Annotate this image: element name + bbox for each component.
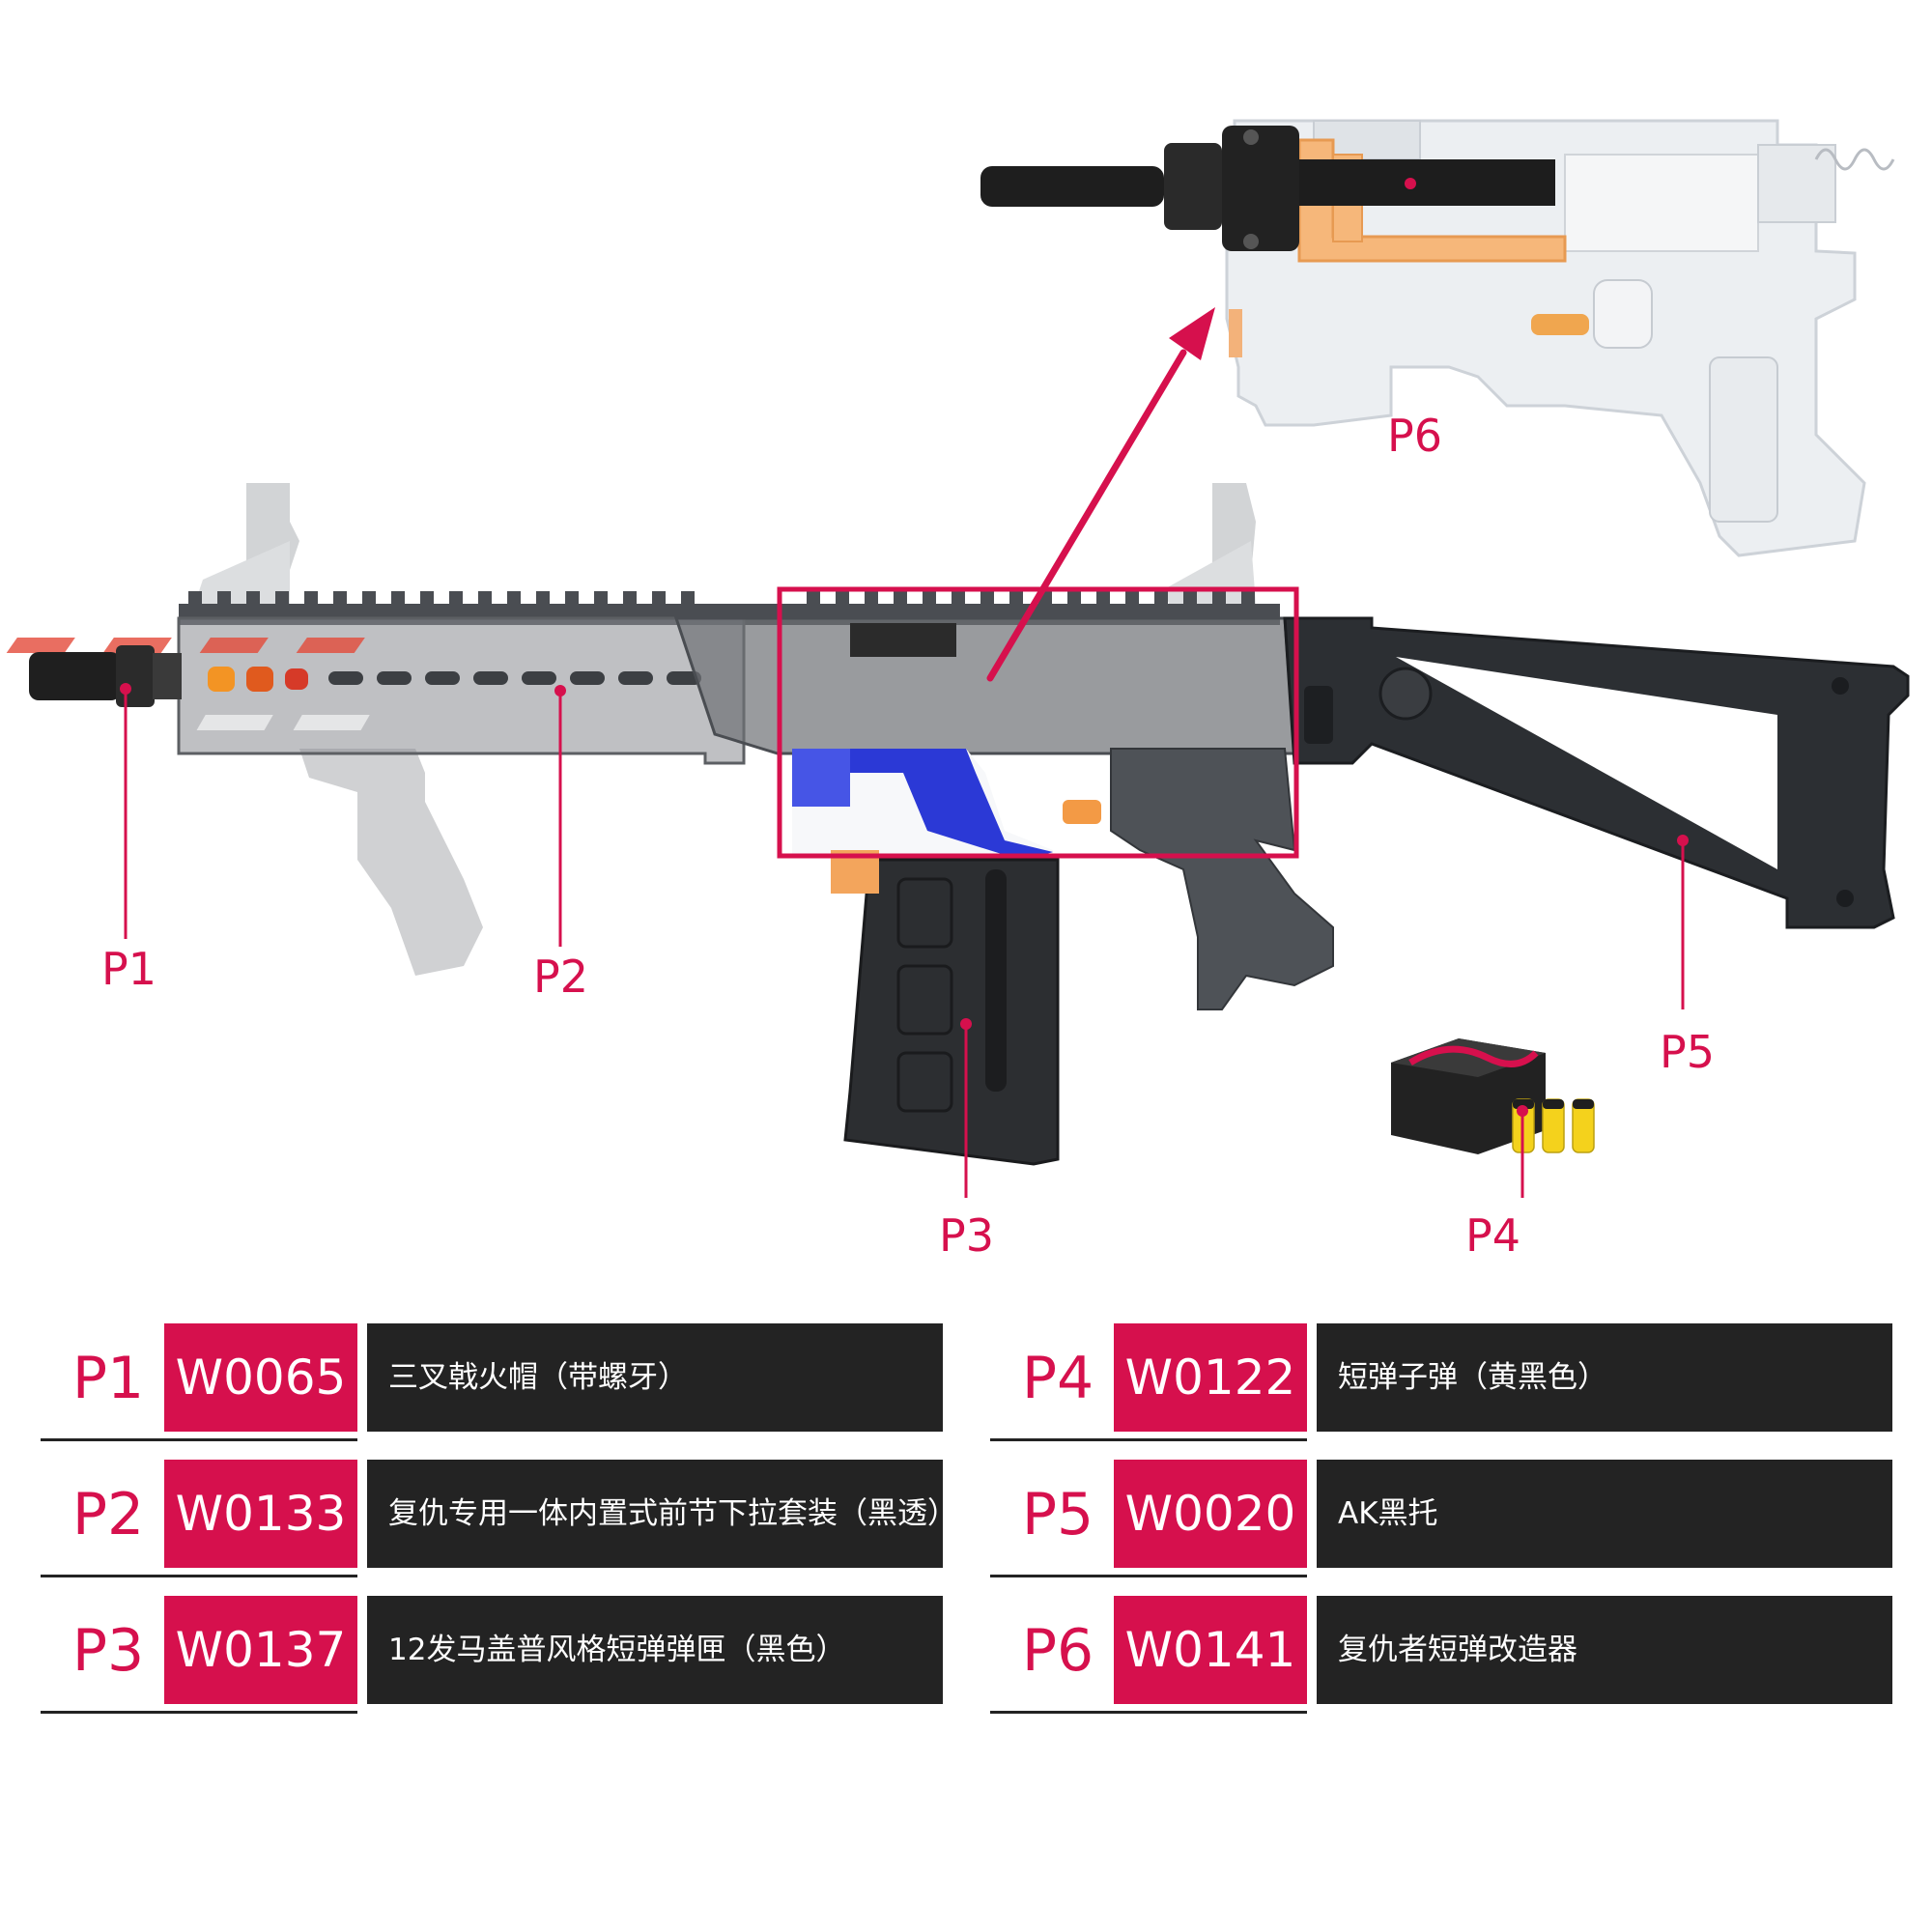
part-code: W0141 bbox=[1114, 1596, 1307, 1704]
parts-row-p6: P6 W0141 复仇者短弹改造器 bbox=[990, 1596, 1898, 1714]
callout-p4: P4 bbox=[1465, 1209, 1521, 1262]
part-description: 12发马盖普风格短弹弹匣（黑色） bbox=[367, 1596, 943, 1704]
part-code: W0065 bbox=[164, 1323, 357, 1432]
part-number: P3 bbox=[71, 1617, 145, 1685]
leader-dot-p2 bbox=[554, 685, 566, 696]
part-description: 三叉戟火帽（带螺牙） bbox=[367, 1323, 943, 1432]
row-underline bbox=[41, 1438, 357, 1441]
part-description: 短弹子弹（黄黑色） bbox=[1317, 1323, 1892, 1432]
row-underline bbox=[41, 1575, 357, 1577]
row-underline bbox=[990, 1711, 1307, 1714]
p4-ammo-illustration bbox=[1391, 1038, 1595, 1154]
part-code: W0133 bbox=[164, 1460, 357, 1568]
part-number: P6 bbox=[1021, 1617, 1094, 1685]
callout-p3: P3 bbox=[939, 1209, 995, 1262]
callout-p5: P5 bbox=[1660, 1026, 1716, 1078]
part-code: W0020 bbox=[1114, 1460, 1307, 1568]
blaster-illustration bbox=[3, 483, 1910, 1166]
leader-dot-p4 bbox=[1517, 1105, 1528, 1117]
row-underline bbox=[990, 1575, 1307, 1577]
p6-receiver-illustration bbox=[980, 119, 1895, 557]
leader-dot-p6 bbox=[1405, 178, 1416, 189]
part-description: 复仇者短弹改造器 bbox=[1317, 1596, 1892, 1704]
callout-p2: P2 bbox=[533, 951, 589, 1003]
row-underline bbox=[990, 1438, 1307, 1441]
part-description: 复仇专用一体内置式前节下拉套装（黑透） bbox=[367, 1460, 943, 1568]
callout-p6: P6 bbox=[1387, 410, 1443, 462]
part-description: AK黑托 bbox=[1317, 1460, 1892, 1568]
parts-row-p3: P3 W0137 12发马盖普风格短弹弹匣（黑色） bbox=[41, 1596, 949, 1714]
part-number: P2 bbox=[71, 1481, 145, 1548]
part-code: W0137 bbox=[164, 1596, 357, 1704]
row-underline bbox=[41, 1711, 357, 1714]
leader-dot-p5 bbox=[1677, 835, 1689, 846]
part-number: P1 bbox=[71, 1345, 145, 1412]
part-number: P5 bbox=[1021, 1481, 1094, 1548]
arrow-up-right-icon bbox=[986, 349, 1187, 682]
part-code: W0122 bbox=[1114, 1323, 1307, 1432]
highlight-box-icon bbox=[777, 586, 1299, 859]
parts-row-p5: P5 W0020 AK黑托 bbox=[990, 1460, 1898, 1577]
leader-dot-p1 bbox=[120, 683, 131, 695]
parts-row-p4: P4 W0122 短弹子弹（黄黑色） bbox=[990, 1323, 1898, 1441]
leader-dot-p3 bbox=[960, 1018, 972, 1030]
part-number: P4 bbox=[1021, 1345, 1094, 1412]
parts-row-p1: P1 W0065 三叉戟火帽（带螺牙） bbox=[41, 1323, 949, 1441]
callout-p1: P1 bbox=[101, 943, 157, 995]
arrow-head-icon bbox=[1169, 307, 1215, 360]
parts-row-p2: P2 W0133 复仇专用一体内置式前节下拉套装（黑透） bbox=[41, 1460, 949, 1577]
